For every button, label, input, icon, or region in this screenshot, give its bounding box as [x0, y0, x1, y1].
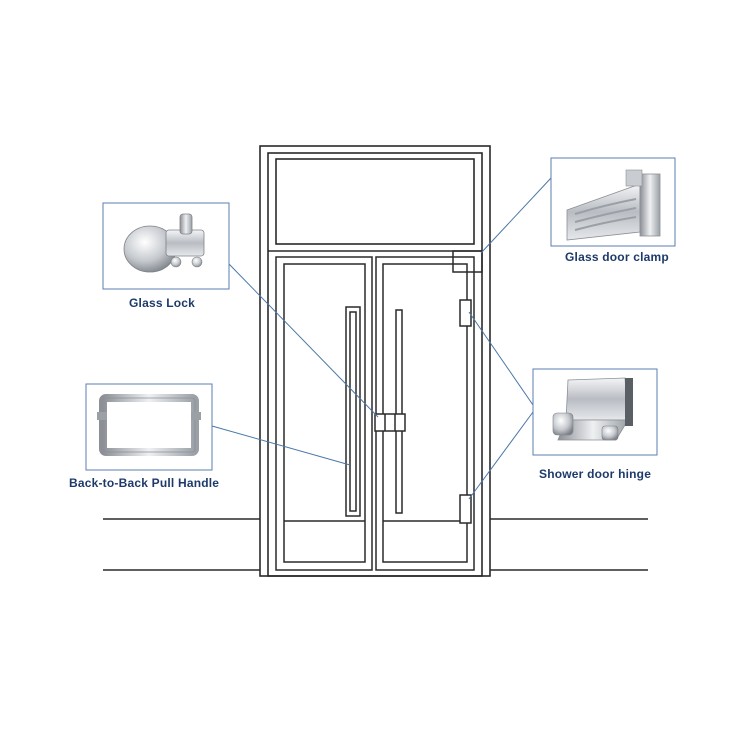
- door-hinge-product-icon: [552, 377, 633, 441]
- door-clamp-product-icon: [566, 169, 661, 241]
- upper-hinge-leader: [468, 311, 534, 406]
- clamp-marker: [452, 250, 483, 273]
- door-hinge-label: Shower door hinge: [539, 467, 652, 481]
- floor-lines: [103, 518, 648, 571]
- glass-lock-product-icon: [123, 213, 205, 273]
- lower-hinge-marker: [459, 494, 472, 524]
- upper-hinge-marker: [459, 299, 472, 327]
- door-clamp-leader: [480, 177, 552, 254]
- glass-lock-leader: [228, 263, 379, 418]
- lower-hinge-leader: [468, 411, 534, 500]
- hardware-markers: [374, 250, 483, 524]
- door-hinge-callout: [532, 368, 658, 456]
- pull-handle-product-icon: [97, 394, 201, 456]
- left-door-leaf: [275, 256, 373, 571]
- leader-lines: [211, 177, 552, 500]
- pull-handle-label: Back-to-Back Pull Handle: [69, 476, 220, 490]
- glass-lock-callout: [102, 202, 230, 290]
- lock-marker: [374, 413, 406, 432]
- door-clamp-callout: [550, 157, 676, 247]
- pull-handle-leader: [211, 425, 351, 466]
- pull-handle-callout: [85, 383, 213, 471]
- door-frame: [259, 145, 491, 577]
- glass-lock-label: Glass Lock: [129, 296, 196, 310]
- door-clamp-label: Glass door clamp: [565, 250, 669, 264]
